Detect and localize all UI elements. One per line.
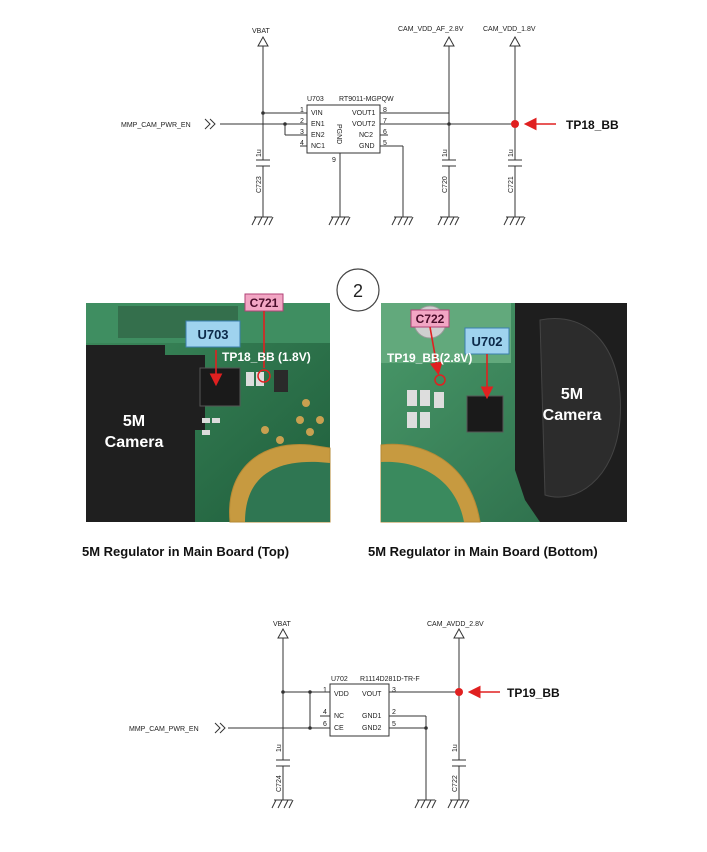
photo-top-camera-line2: Camera: [105, 434, 164, 451]
tp18-dot: [511, 120, 519, 128]
tp19-label: TP19_BB: [507, 686, 560, 700]
u703-pin-en1: EN1: [311, 121, 325, 128]
tp18-label: TP18_BB: [566, 118, 619, 132]
u702-pinnum-4: 4: [323, 709, 327, 716]
photo-bottom-ic-label: U702: [471, 334, 502, 349]
enable-connector-top: [204, 118, 216, 130]
c721-ref: C721: [508, 176, 515, 193]
u703-pinnum-8: 8: [383, 107, 387, 114]
c724-value: 1u: [276, 744, 283, 752]
photo-bottom-caption: 5M Regulator in Main Board (Bottom): [368, 544, 598, 559]
u703-ref: U703: [307, 96, 324, 103]
net-af-label: CAM_VDD_AF_2.8V: [398, 26, 464, 33]
photo-bottom-tp-label: TP19_BB(2.8V): [387, 351, 472, 365]
photo-bottom: U702 C722 TP19_BB(2.8V) 5M Camera: [380, 303, 627, 523]
photo-bottom-camera-line1: 5M: [561, 386, 583, 403]
c721-value: 1u: [508, 149, 515, 157]
u702-pin-gnd2: GND2: [362, 725, 382, 732]
net-avdd-symbol: [453, 627, 465, 692]
enable-connector-bottom: [214, 722, 226, 734]
u703-part: RT9011-MGPQW: [339, 96, 394, 103]
top-schematic: VBAT CAM_VDD_AF_2.8V CAM_VDD_1.8V U703 R…: [121, 26, 619, 226]
u703-pinnum-3: 3: [300, 129, 304, 136]
u702-pinnum-6: 6: [323, 721, 327, 728]
u703-pinnum-4: 4: [300, 140, 304, 147]
c724-ref: C724: [276, 775, 283, 792]
photo-top-ic-label: U703: [197, 327, 228, 342]
photo-top: U703 C721 TP18_BB (1.8V) 5M Camera: [86, 293, 331, 523]
vbat-label-bottom: VBAT: [273, 621, 291, 628]
ground-symbols-top: [251, 216, 526, 226]
step-number: 2: [353, 281, 363, 301]
vbat-symbol-bottom: [277, 627, 289, 692]
u703-pin-gnd: GND: [359, 143, 375, 150]
net-af-symbol: [443, 35, 455, 124]
tp19-dot: [455, 688, 463, 696]
u702-pinnum-5: 5: [392, 721, 396, 728]
u703-pin-vout2: VOUT2: [352, 121, 375, 128]
u703-pinnum-5: 5: [383, 140, 387, 147]
u702-pin-vout: VOUT: [362, 691, 382, 698]
top-wires: [220, 111, 522, 217]
u702-pin-vdd: VDD: [334, 691, 349, 698]
u703-pin-nc2: NC2: [359, 132, 373, 139]
net-18-symbol: [509, 35, 521, 124]
c720-value: 1u: [442, 149, 449, 157]
u702-pin-nc: NC: [334, 713, 344, 720]
u703-ic-body: [306, 104, 381, 154]
u702-pin-ce: CE: [334, 725, 344, 732]
photo-bottom-camera-line2: Camera: [543, 407, 602, 424]
u703-pgnd-label: PGND: [335, 124, 342, 144]
ground-symbols-bottom: [271, 799, 470, 809]
u702-pinnum-3: 3: [392, 687, 396, 694]
bottom-wires: [228, 690, 466, 800]
photo-top-ic-tag: [185, 320, 241, 348]
net-avdd-label: CAM_AVDD_2.8V: [427, 621, 484, 628]
photo-top-camera-line1: 5M: [123, 413, 145, 430]
c722-ref: C722: [452, 775, 459, 792]
u702-pinnum-1: 1: [323, 687, 327, 694]
photo-bottom-cap-pointer: [429, 326, 443, 376]
c723-ref: C723: [256, 176, 263, 193]
c722-value: 1u: [452, 744, 459, 752]
u702-ic-body: [329, 683, 390, 737]
u703-pin-en2: EN2: [311, 132, 325, 139]
photo-top-cap-circle: [257, 369, 271, 383]
photo-top-caption: 5M Regulator in Main Board (Top): [82, 544, 289, 559]
photo-bottom-cap-label: C722: [416, 312, 445, 326]
vbat-label-top: VBAT: [252, 28, 270, 35]
enable-net-label-top: MMP_CAM_PWR_EN: [121, 122, 191, 129]
u703-pinnum-2: 2: [300, 118, 304, 125]
photo-bottom-ic-tag: [464, 327, 510, 355]
u703-pinnum-1: 1: [300, 107, 304, 114]
u703-pinnum-9: 9: [332, 157, 336, 164]
c723-value: 1u: [256, 149, 263, 157]
enable-net-label-bottom: MMP_CAM_PWR_EN: [129, 726, 199, 733]
u702-ref: U702: [331, 676, 348, 683]
u703-pin-vin: VIN: [311, 110, 323, 117]
u703-pinnum-7: 7: [383, 118, 387, 125]
step-badge: 2: [336, 268, 380, 312]
u703-pin-nc1: NC1: [311, 143, 325, 150]
photo-top-tp-label: TP18_BB (1.8V): [222, 350, 311, 364]
bottom-schematic: VBAT CAM_AVDD_2.8V U702 R1114D281D-TR-F …: [129, 621, 560, 809]
c720-ref: C720: [442, 176, 449, 193]
photo-top-cap-label: C721: [250, 296, 279, 310]
vbat-symbol-top: [257, 35, 269, 113]
u703-pin-vout1: VOUT1: [352, 110, 375, 117]
u702-part: R1114D281D-TR-F: [360, 676, 420, 683]
u702-pinnum-2: 2: [392, 709, 396, 716]
photo-bottom-cap-circle: [434, 374, 446, 386]
net-18-label: CAM_VDD_1.8V: [483, 26, 536, 33]
u703-pinnum-6: 6: [383, 129, 387, 136]
u702-pin-gnd1: GND1: [362, 713, 382, 720]
